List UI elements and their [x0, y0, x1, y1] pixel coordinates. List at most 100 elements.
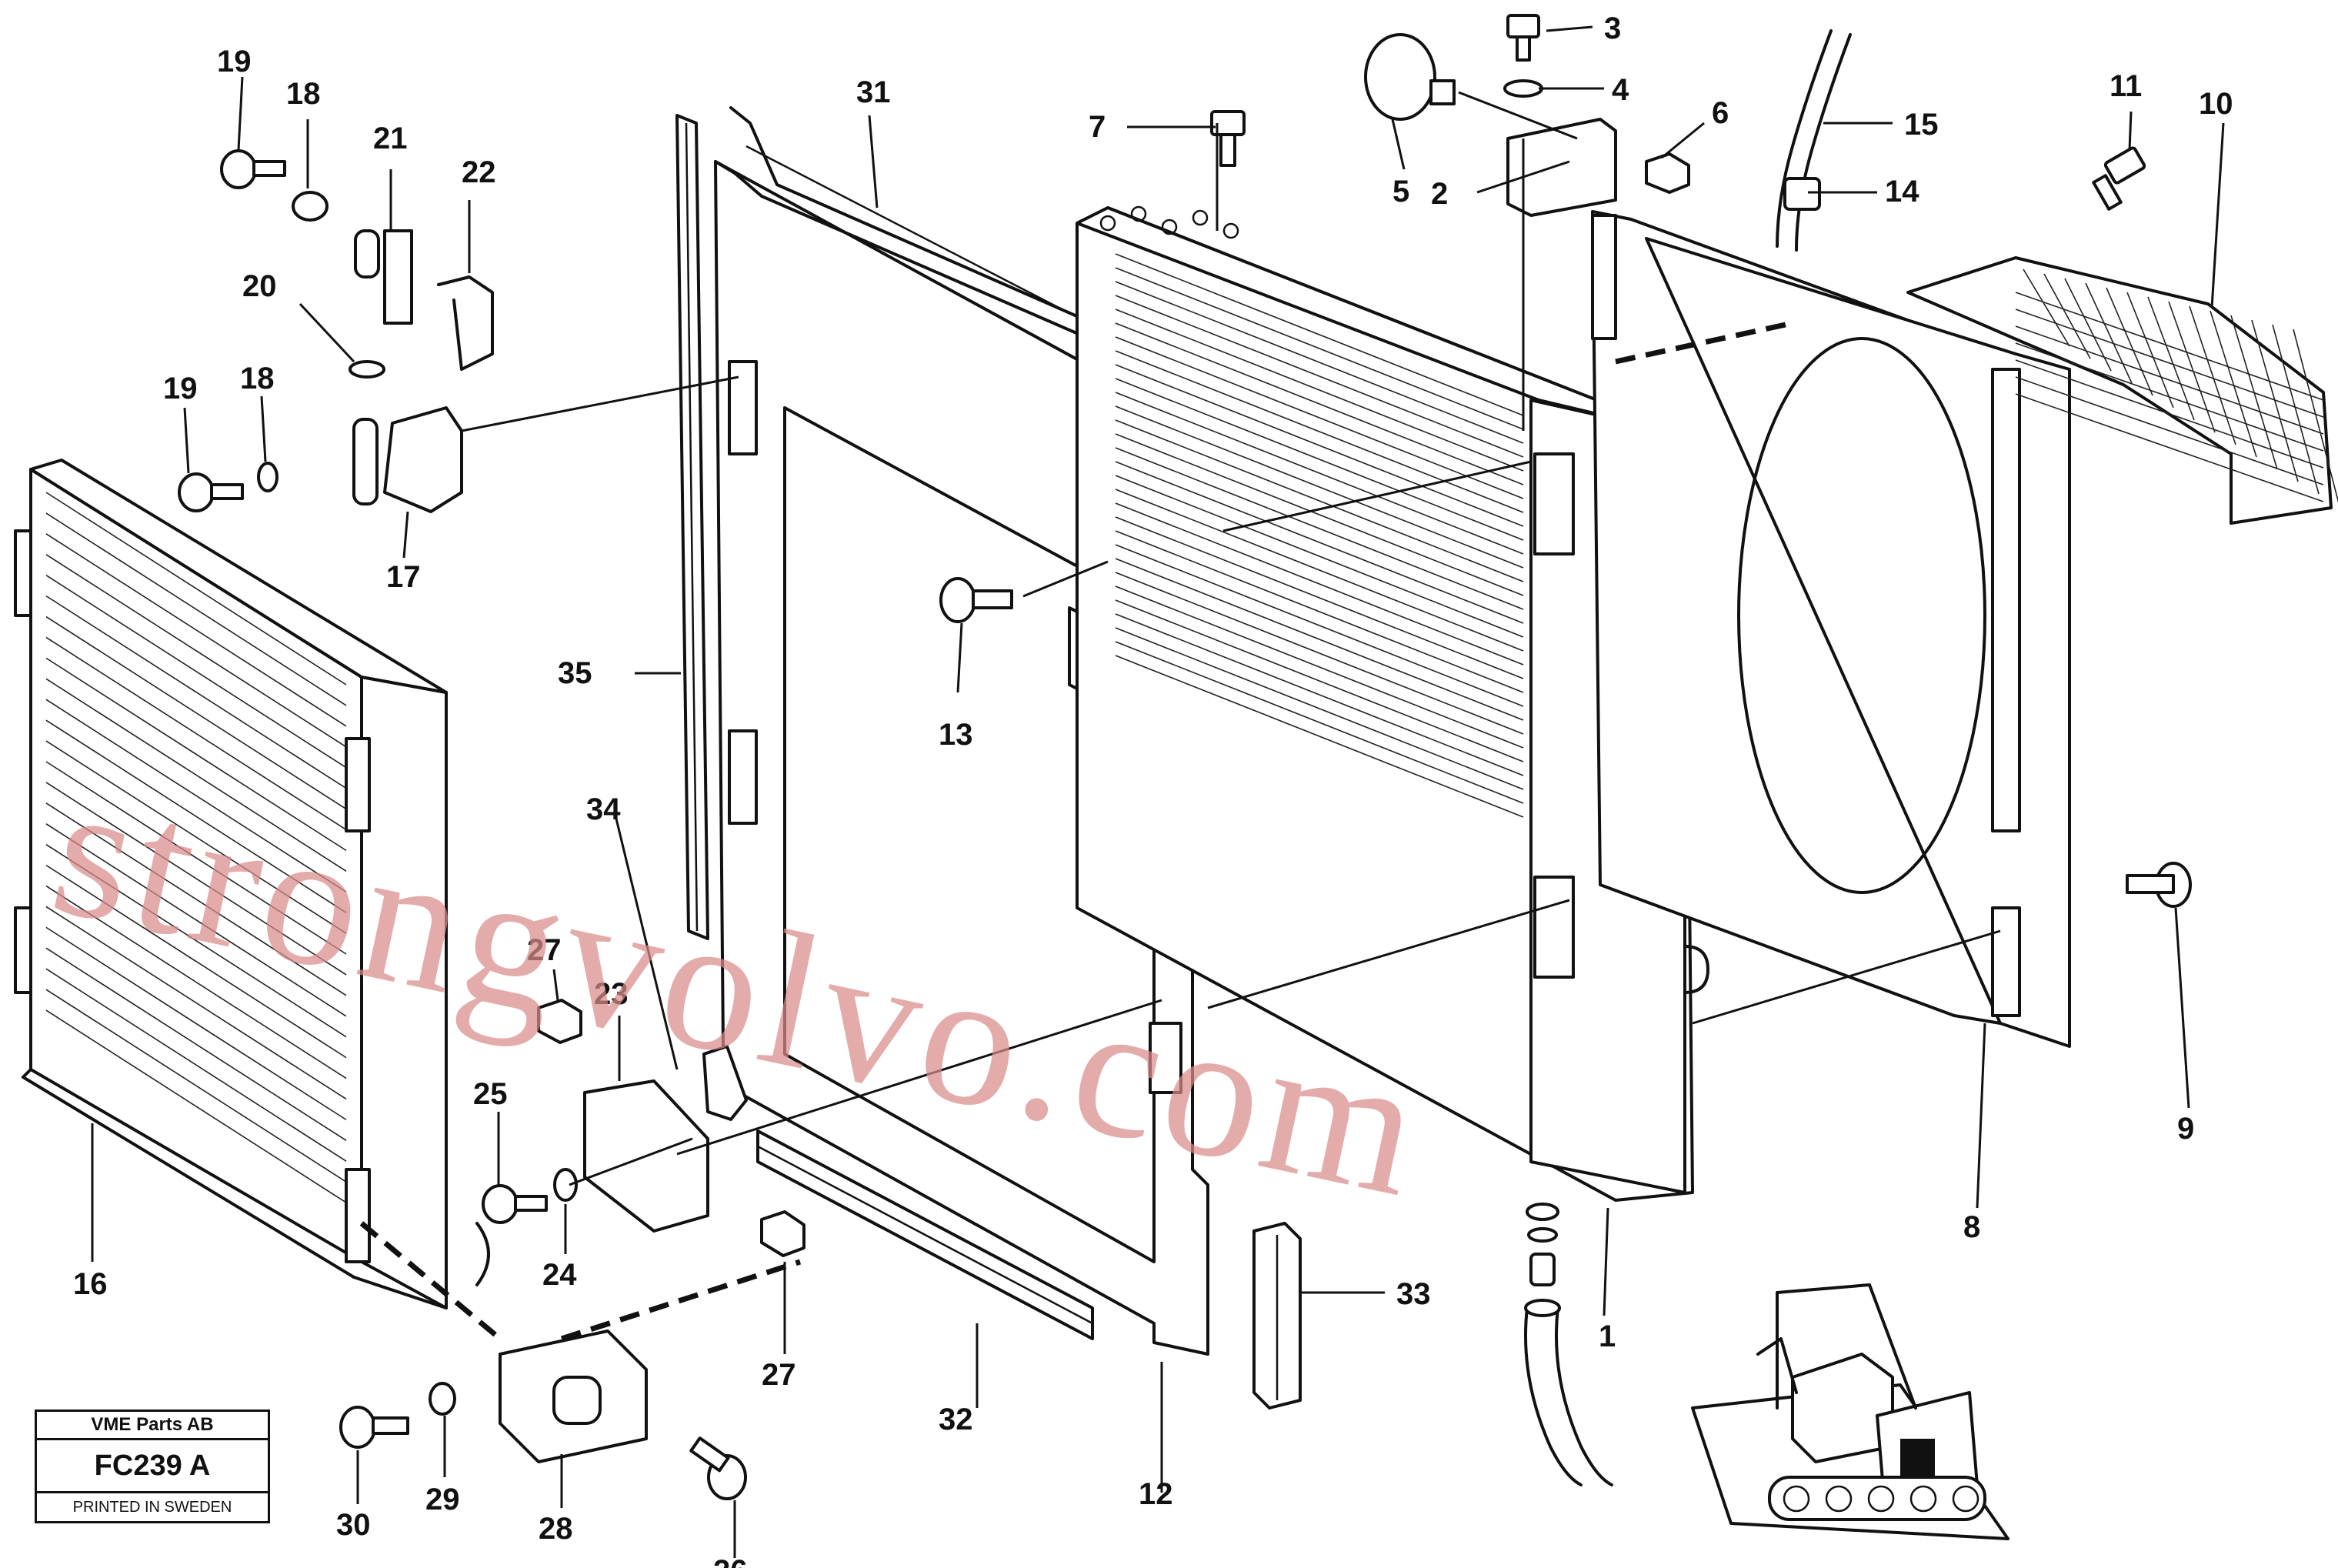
- hatch-line: [2043, 273, 2091, 359]
- hatch-line: [1115, 405, 1524, 569]
- callout-10: 10: [2199, 87, 2233, 121]
- hatch-line: [1115, 281, 1524, 444]
- hatch-line: [45, 968, 347, 1162]
- callout-28: 28: [539, 1512, 573, 1546]
- hatch-line: [2272, 324, 2320, 495]
- title-block-drawing-code: FC239 A: [37, 1440, 268, 1493]
- callout-27-upper: 27: [527, 933, 562, 967]
- callout-35: 35: [558, 656, 592, 690]
- callout-12: 12: [1139, 1477, 1173, 1511]
- hinge-bracket-part-17: [349, 229, 494, 513]
- hatch-line: [1115, 447, 1524, 610]
- hatch-line: [45, 636, 347, 831]
- callout-23: 23: [594, 977, 629, 1011]
- seal-strip-part-35: [675, 114, 709, 940]
- hatch-line: [1115, 585, 1524, 749]
- hatch-line: [1115, 613, 1524, 776]
- hatch-line: [1115, 572, 1524, 735]
- callout-13: 13: [939, 718, 973, 752]
- hatch-line: [1115, 322, 1524, 485]
- hose-part-15: [1776, 29, 1852, 252]
- hatch-line: [45, 657, 347, 852]
- hatch-line: [45, 823, 347, 1017]
- nut-part-27-lower: [760, 1210, 805, 1257]
- bolt-part-30: [339, 1406, 409, 1449]
- hatch-line: [2015, 376, 2324, 485]
- hatch-line: [45, 699, 347, 892]
- hatch-line: [2015, 393, 2324, 502]
- callout-1: 1: [1599, 1319, 1616, 1353]
- hatch-line: [45, 947, 347, 1141]
- hatch-line: [45, 740, 347, 934]
- track-wheel: [1909, 1485, 1937, 1513]
- callout-19-upper: 19: [217, 45, 252, 78]
- bolt-part-9: [2126, 862, 2192, 908]
- hatch-line: [45, 719, 347, 913]
- track-wheel: [1952, 1485, 1979, 1513]
- washer-part-4: [1503, 79, 1543, 98]
- hatch-line: [2126, 292, 2174, 409]
- fan-guard-part-10: [1906, 256, 2338, 525]
- hatch-line: [1115, 336, 1524, 499]
- washer-part-18-lower: [257, 462, 278, 492]
- fan-shroud-part-8: [1591, 210, 2071, 1048]
- hatch-line: [1115, 295, 1524, 458]
- callout-27-lower: 27: [762, 1358, 796, 1392]
- hatch-line: [1115, 392, 1524, 555]
- callout-leaders: [91, 25, 2225, 1558]
- hatch-line: [1115, 350, 1524, 513]
- washer-part-24: [553, 1168, 578, 1202]
- track-wheel: [1867, 1485, 1895, 1513]
- hatch-line: [45, 782, 347, 976]
- callout-16: 16: [73, 1267, 108, 1301]
- callout-11: 11: [2110, 69, 2142, 103]
- grommet-part-34: [702, 1045, 748, 1121]
- hatch-line: [45, 926, 347, 1121]
- hatch-line: [45, 616, 347, 810]
- hatch-line: [2015, 292, 2324, 401]
- hatch-line: [2023, 269, 2070, 347]
- callout-5: 5: [1392, 175, 1409, 209]
- hatch-line: [45, 864, 347, 1059]
- callout-21: 21: [373, 122, 408, 155]
- callout-17: 17: [386, 560, 421, 594]
- rubber-mount-part-5: [1364, 33, 1456, 121]
- bolt-part-13: [939, 577, 1013, 623]
- oil-cooler-part-16: [14, 459, 490, 1309]
- hatch-line: [1115, 253, 1524, 416]
- callout-33: 33: [1396, 1277, 1431, 1311]
- clip-part-33: [1252, 1222, 1302, 1410]
- hatch-line: [1115, 309, 1524, 472]
- hatch-line: [1115, 433, 1524, 596]
- hatch-line: [1115, 627, 1524, 790]
- hatch-line: [45, 512, 347, 706]
- callout-24: 24: [542, 1258, 577, 1292]
- callout-18-upper: 18: [286, 77, 321, 111]
- track-wheel: [1783, 1485, 1810, 1513]
- bolt-part-26: [689, 1436, 747, 1500]
- bolt-part-11: [2092, 146, 2146, 211]
- callout-26: 26: [713, 1554, 748, 1568]
- hatch-line: [1115, 364, 1524, 527]
- callout-32: 32: [939, 1403, 973, 1436]
- callout-18-lower: 18: [240, 362, 275, 395]
- hatch-line: [1115, 516, 1524, 679]
- callout-4: 4: [1612, 73, 1629, 107]
- hatch-line: [2293, 329, 2338, 503]
- hatch-line: [1115, 267, 1524, 430]
- callout-14: 14: [1885, 175, 1919, 209]
- hatch-line: [1115, 599, 1524, 762]
- hatch-line: [1115, 655, 1524, 818]
- bottom-seal-strip-part-32: [756, 1129, 1094, 1340]
- callout-7: 7: [1089, 110, 1106, 144]
- hatch-line: [2251, 319, 2299, 482]
- callout-9: 9: [2177, 1112, 2194, 1146]
- hatch-line: [45, 575, 347, 769]
- hatch-line: [2015, 359, 2324, 469]
- nut-part-6: [1645, 152, 1690, 194]
- hatch-line: [45, 1009, 347, 1203]
- callout-29: 29: [425, 1483, 460, 1516]
- hinge-part-28: [499, 1329, 648, 1463]
